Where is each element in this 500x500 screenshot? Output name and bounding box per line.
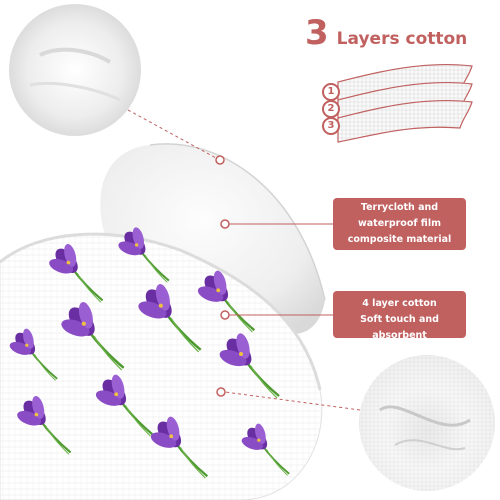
connector-dot <box>216 387 226 397</box>
connector-dot <box>220 219 230 229</box>
connector-dot <box>215 155 225 165</box>
connector-line-top <box>127 109 217 159</box>
layer-number-2: 2 <box>322 100 340 118</box>
printed-muslin-pad <box>0 225 323 500</box>
muslin-texture-magnifier <box>359 355 495 491</box>
cotton-callout-line1: 4 layer cotton <box>362 298 437 309</box>
cotton-callout: 4 layer cotton Soft touch and absorbent <box>333 291 466 341</box>
cotton-callout-line2: Soft touch and absorbent <box>360 314 439 342</box>
connector-dot <box>220 310 230 320</box>
terry-callout: Terrycloth and waterproof film composite… <box>333 198 466 261</box>
title-text: Layers cotton <box>336 29 468 49</box>
terry-callout-line3: Prevent water leakage <box>338 250 461 262</box>
layer-diagram <box>337 63 473 143</box>
terry-callout-line1: Terrycloth and waterproof film <box>357 202 442 230</box>
page-title: 3 Layers cotton <box>305 16 467 50</box>
layer-number-1: 1 <box>322 83 340 101</box>
terry-texture-magnifier <box>9 4 141 136</box>
layer-count: 3 <box>305 13 329 53</box>
layer-number-3: 3 <box>322 117 340 135</box>
terry-side-pad <box>100 143 326 334</box>
connector-line-bottom <box>224 391 361 411</box>
terry-callout-line2: composite material <box>347 234 452 246</box>
